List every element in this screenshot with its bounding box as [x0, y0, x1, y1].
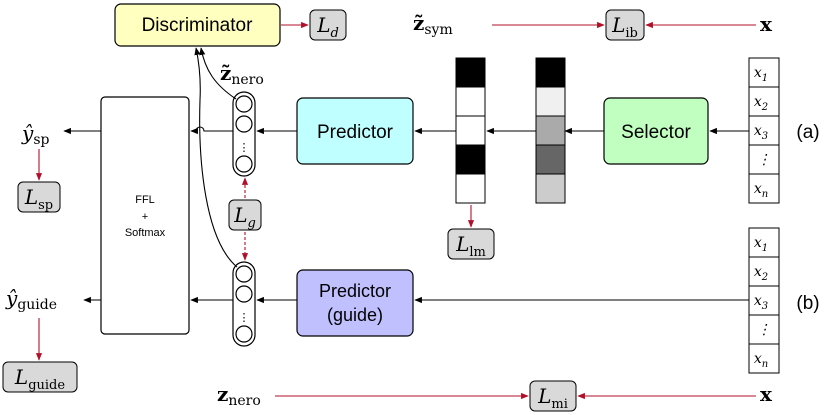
token-label: x3 [754, 293, 768, 312]
ffl-label: FFL [135, 194, 155, 206]
row-label-a: (a) [796, 122, 819, 143]
z-nero-symbol: znero [217, 382, 261, 409]
svg-text:⋮: ⋮ [239, 141, 250, 154]
probability-cell [535, 144, 566, 175]
loss-g-box: Lg [228, 199, 262, 231]
token-cell [748, 256, 780, 287]
predictor-box: Predictor [296, 97, 414, 165]
mask-cell [455, 115, 486, 146]
loss-guide-box: Lguide [2, 361, 78, 393]
mask-cell [455, 144, 486, 175]
svg-text:Ld: Ld [316, 13, 339, 41]
token-label: x3 [754, 123, 768, 142]
loss-ib-box: Lib [605, 9, 645, 41]
mask-cell [455, 173, 486, 204]
z-nero-tilde-symbol: z̃nero [220, 61, 264, 88]
token-label: x2 [754, 94, 768, 113]
discriminator-label: Discriminator [142, 15, 254, 36]
loss-mi-box: Lmi [529, 380, 577, 412]
svg-text:⋮: ⋮ [239, 311, 250, 324]
mask-cell [455, 57, 486, 88]
token-label: x2 [754, 264, 768, 283]
input-tokens-column-a: x1 x2 x3 ⋮ xn [748, 57, 780, 204]
neuron-column-bottom: ⋮ [232, 261, 256, 347]
probability-cell [535, 57, 566, 88]
neuron [235, 325, 253, 343]
token-label: xn [754, 351, 768, 370]
y-sp-symbol: ŷsp [21, 121, 49, 148]
ffl-softmax-box: FFL + Softmax [100, 96, 190, 335]
mask-cell [455, 86, 486, 117]
token-label: ⋮ [757, 322, 771, 338]
y-guide-symbol: ŷguide [5, 286, 57, 313]
token-cell [748, 173, 780, 204]
svg-text:Lmi: Lmi [537, 384, 568, 412]
selector-label: Selector [621, 122, 691, 143]
ffl-softmax-label: Softmax [125, 227, 166, 239]
rationale-mask-column [455, 57, 486, 204]
svg-text:Llm: Llm [455, 232, 486, 260]
svg-text:Lguide: Lguide [14, 365, 65, 393]
loss-d-box: Ld [309, 9, 347, 41]
ffl-plus-label: + [142, 211, 148, 223]
x-symbol-top: x [760, 12, 773, 36]
selector-box: Selector [603, 97, 709, 165]
data-flow-arrows [63, 47, 749, 304]
row-label-b: (b) [796, 293, 819, 314]
loss-sp-box: Lsp [17, 181, 61, 213]
token-label: ⋮ [757, 152, 771, 168]
probability-cell [535, 173, 566, 204]
svg-text:Lib: Lib [611, 13, 638, 41]
probability-cell [535, 115, 566, 146]
svg-text:Lg: Lg [233, 203, 256, 231]
token-cell [748, 227, 780, 258]
neuron-column-top: ⋮ [232, 91, 256, 177]
predictor-guide-box: Predictor (guide) [296, 269, 414, 337]
loss-arrows [35, 21, 756, 400]
neuron [235, 285, 253, 303]
x-symbol-bottom: x [760, 382, 773, 406]
token-label: xn [754, 181, 768, 200]
predictor-label: Predictor [317, 122, 394, 143]
token-cell [748, 57, 780, 88]
neuron [235, 95, 253, 113]
neuron [235, 115, 253, 133]
token-label: x1 [754, 235, 768, 254]
discriminator-box: Discriminator [114, 3, 281, 47]
token-cell [748, 343, 780, 374]
token-label: x1 [754, 65, 768, 84]
loss-lm-box: Llm [447, 228, 495, 260]
input-tokens-column-b: x1 x2 x3 ⋮ xn [748, 227, 780, 374]
token-cell [748, 144, 780, 175]
predictor-guide-label-2: (guide) [327, 305, 383, 325]
predictor-guide-label-1: Predictor [319, 281, 391, 301]
neuron [235, 155, 253, 173]
z-sym-symbol: z̃sym [413, 11, 453, 38]
probability-cell [535, 86, 566, 117]
selection-probability-column [535, 57, 566, 204]
neuron [235, 265, 253, 283]
svg-text:Lsp: Lsp [24, 185, 53, 213]
